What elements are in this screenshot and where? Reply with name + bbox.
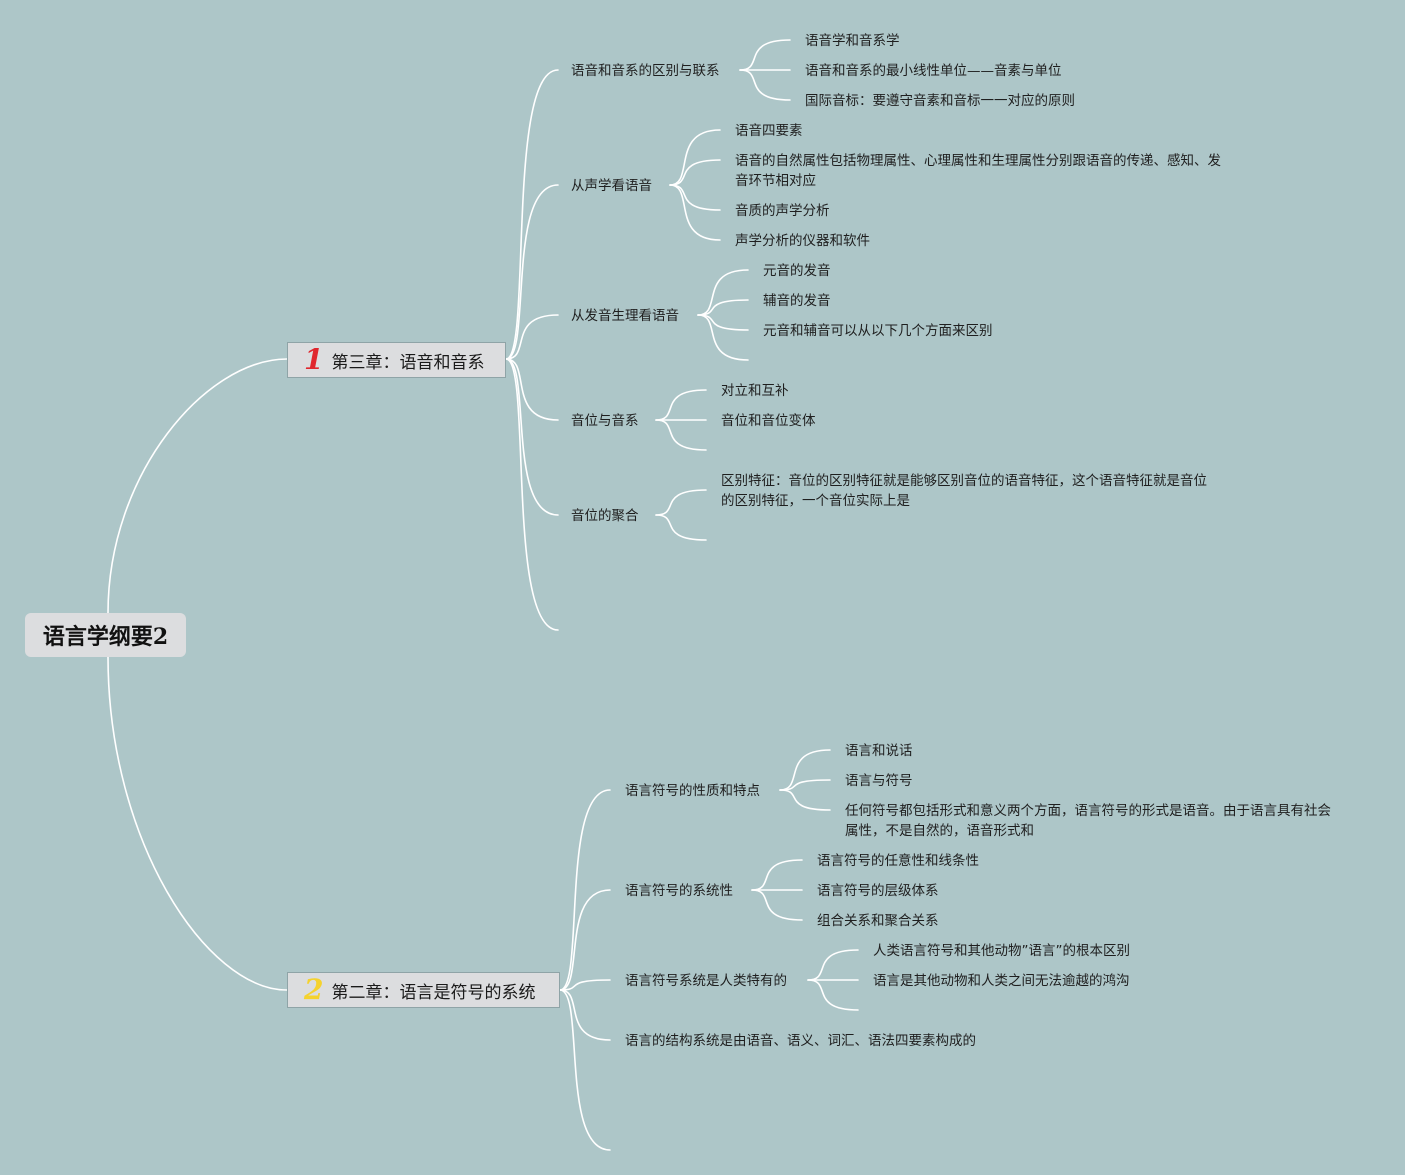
connector-curve [655,489,707,516]
section-topic[interactable]: 从发音生理看语音 [571,308,679,324]
section-topic[interactable]: 音位的聚合 [571,508,639,524]
connector-curve [669,184,721,211]
connector-curve [669,159,721,186]
chapter-label-1: 第三章：语音和音系 [331,352,485,373]
section-topic[interactable]: 从声学看语音 [571,178,652,194]
leaf-topic[interactable]: 语音学和音系学 [805,33,900,49]
leaf-topic[interactable]: 语音的自然属性包括物理属性、心理属性和生理属性分别跟语音的传递、感知、发音环节相… [735,153,1221,189]
leaf-topic[interactable]: 辅音的发音 [763,293,831,309]
leaf-topic[interactable]: 语音和音系的最小线性单位——音素与单位 [805,63,1062,79]
leaf-topic[interactable]: 音质的声学分析 [735,203,830,219]
connector-curve [505,69,559,360]
connector-curve [655,419,707,451]
connector-curve [505,358,559,516]
connector-curve [655,514,707,541]
leaf-topic[interactable]: 元音和辅音可以从以下几个方面来区别 [763,323,993,339]
leaf-topic[interactable]: 语言是其他动物和人类之间无法逾越的鸿沟 [873,973,1130,989]
connector-curve [505,358,559,421]
connector-curve [807,979,859,1011]
leaf-topic[interactable]: 声学分析的仪器和软件 [735,233,870,249]
connector-curve [505,314,559,360]
leaf-topic[interactable]: 语言和说话 [845,743,913,759]
connector-curve [559,989,611,1151]
connector-curve [559,979,611,991]
section-topic[interactable]: 语音和音系的区别与联系 [571,63,720,79]
connector-curve [697,269,749,316]
leaf-topic[interactable]: 语言符号的层级体系 [817,883,939,899]
connector-curve [559,989,611,1041]
connector-curve [655,389,707,421]
leaf-topic[interactable]: 任何符号都包括形式和意义两个方面，语言符号的形式是语音。由于语言具有社会属性，不… [845,803,1331,839]
connector-curve [559,789,611,991]
section-topic[interactable]: 音位与音系 [571,413,639,429]
connector-curve [669,129,721,186]
connector-curve [739,39,791,71]
connector-curve [739,69,791,101]
leaf-topic[interactable]: 语音四要素 [735,123,803,139]
chapter-number-1: 1 [304,343,324,376]
connector-curve [559,889,611,991]
leaf-topic[interactable]: 音位和音位变体 [721,413,816,429]
connector-curve [779,749,831,791]
leaf-topic[interactable]: 元音的发音 [763,263,831,279]
section-topic[interactable]: 语言的结构系统是由语音、语义、词汇、语法四要素构成的 [625,1033,976,1049]
chapter-number-2: 2 [304,973,324,1006]
chapter-label-2: 第二章：语言是符号的系统 [331,982,536,1003]
connector-curve [697,314,749,361]
root-topic[interactable]: 语言学纲要2 [25,613,186,657]
section-topic[interactable]: 语言符号的系统性 [625,883,733,899]
connector-curve [697,299,749,316]
connector-curve [779,789,831,811]
connector-curve [107,358,288,614]
connector-curve [807,949,859,981]
connector-curve [751,889,803,921]
connector-curve [779,779,831,791]
leaf-topic[interactable]: 区别特征：音位的区别特征就是能够区别音位的语音特征，这个语音特征就是音位的区别特… [721,473,1207,509]
leaf-topic[interactable]: 语言与符号 [845,773,913,789]
leaf-topic[interactable]: 语言符号的任意性和线条性 [817,853,979,869]
section-topic[interactable]: 语言符号系统是人类特有的 [625,973,787,989]
leaf-topic[interactable]: 国际音标：要遵守音素和音标一一对应的原则 [805,93,1075,109]
connector-curve [505,358,559,631]
connector-curve [669,184,721,241]
section-topic[interactable]: 语言符号的性质和特点 [625,783,760,799]
chapter-topic-2[interactable]: 2 第二章：语言是符号的系统 [287,972,560,1008]
chapter-topic-1[interactable]: 1 第三章：语音和音系 [287,342,506,378]
connector-curve [751,859,803,891]
connector-curve [107,656,288,991]
leaf-topic[interactable]: 对立和互补 [721,383,789,399]
connector-curve [505,184,559,360]
leaf-topic[interactable]: 组合关系和聚合关系 [817,913,939,929]
leaf-topic[interactable]: 人类语言符号和其他动物”语言”的根本区别 [873,943,1130,959]
